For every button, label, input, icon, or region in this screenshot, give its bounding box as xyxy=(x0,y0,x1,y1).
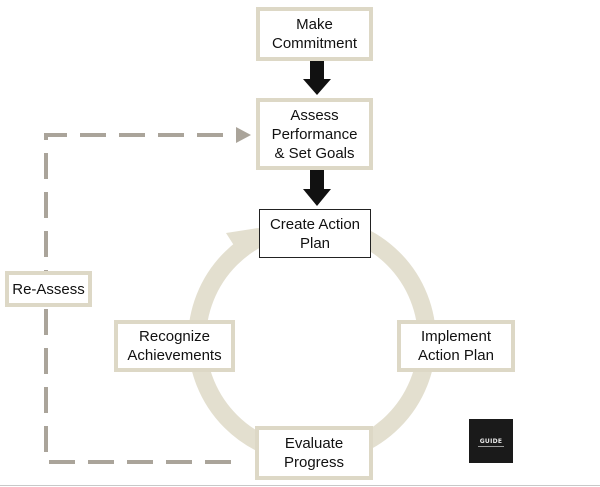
arrow-commitment-to-assess xyxy=(303,59,331,95)
re-assess-dashed-line xyxy=(44,133,236,464)
recognize-achievements-box: Recognize Achievements xyxy=(114,320,235,372)
arrow-assess-to-create xyxy=(303,169,331,206)
bottom-divider xyxy=(0,485,600,486)
re-assess-box: Re-Assess xyxy=(5,271,92,307)
re-assess-label: Re-Assess xyxy=(12,280,85,298)
evaluate-progress-box: Evaluate Progress xyxy=(255,426,373,480)
guide-logo-rule xyxy=(478,446,504,447)
assess-performance-label: Assess Performance & Set Goals xyxy=(271,106,358,162)
recognize-achievements-label: Recognize Achievements xyxy=(127,328,222,364)
implement-action-plan-label: Implement Action Plan xyxy=(418,328,494,364)
evaluate-progress-label: Evaluate Progress xyxy=(283,435,345,471)
make-commitment-box: Make Commitment xyxy=(256,7,373,61)
make-commitment-label: Make Commitment xyxy=(271,16,357,52)
assess-performance-box: Assess Performance & Set Goals xyxy=(256,98,373,170)
guide-logo: GUIDE xyxy=(469,419,513,463)
guide-logo-text: GUIDE xyxy=(479,438,503,445)
re-assess-dashed-arrowhead xyxy=(236,127,251,143)
create-action-plan-box: Create Action Plan xyxy=(259,209,371,258)
create-action-plan-label: Create Action Plan xyxy=(269,215,361,252)
cycle-arrowhead xyxy=(226,228,258,258)
implement-action-plan-box: Implement Action Plan xyxy=(397,320,515,372)
